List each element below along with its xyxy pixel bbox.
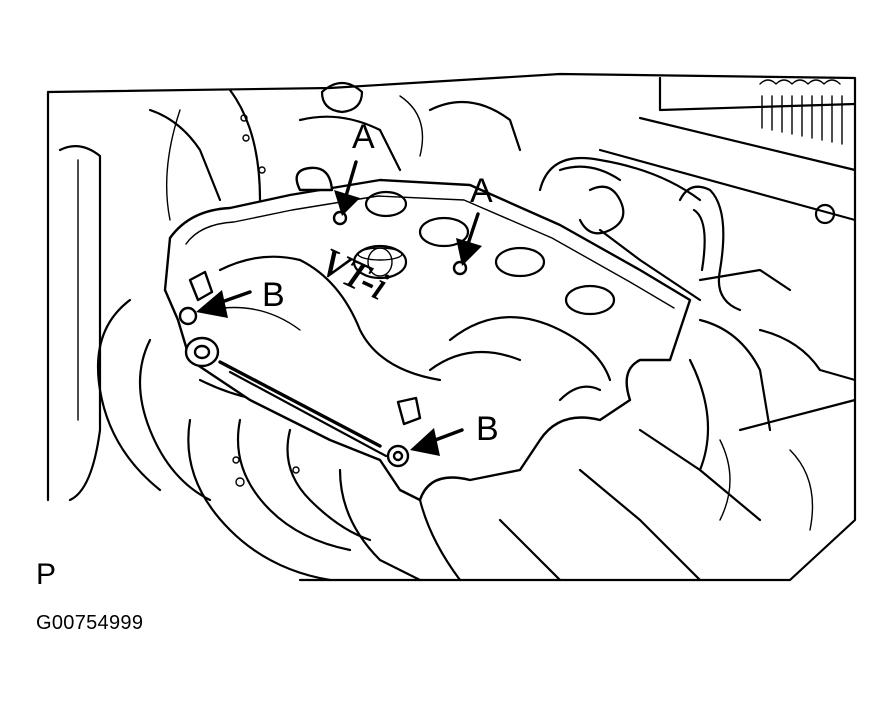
arrow-down-icon <box>334 160 360 216</box>
arrow-left-icon <box>410 428 464 456</box>
callout-a2: A <box>456 172 493 266</box>
callout-b1: B <box>196 276 285 318</box>
emblem-icon <box>352 244 408 280</box>
callout-label: B <box>262 276 285 314</box>
arrow-left-icon <box>196 290 252 318</box>
callout-label: B <box>476 410 499 448</box>
view-letter: P <box>36 558 57 591</box>
callout-label: A <box>352 118 375 156</box>
callout-label: A <box>470 172 493 210</box>
callout-b2: B <box>410 410 499 456</box>
engine-cover: VT-i <box>163 166 692 502</box>
illustration-frame <box>46 72 857 582</box>
figure-id: G00754999 <box>36 612 144 634</box>
arrow-down-icon <box>456 212 482 266</box>
callout-a1: A <box>334 118 375 216</box>
